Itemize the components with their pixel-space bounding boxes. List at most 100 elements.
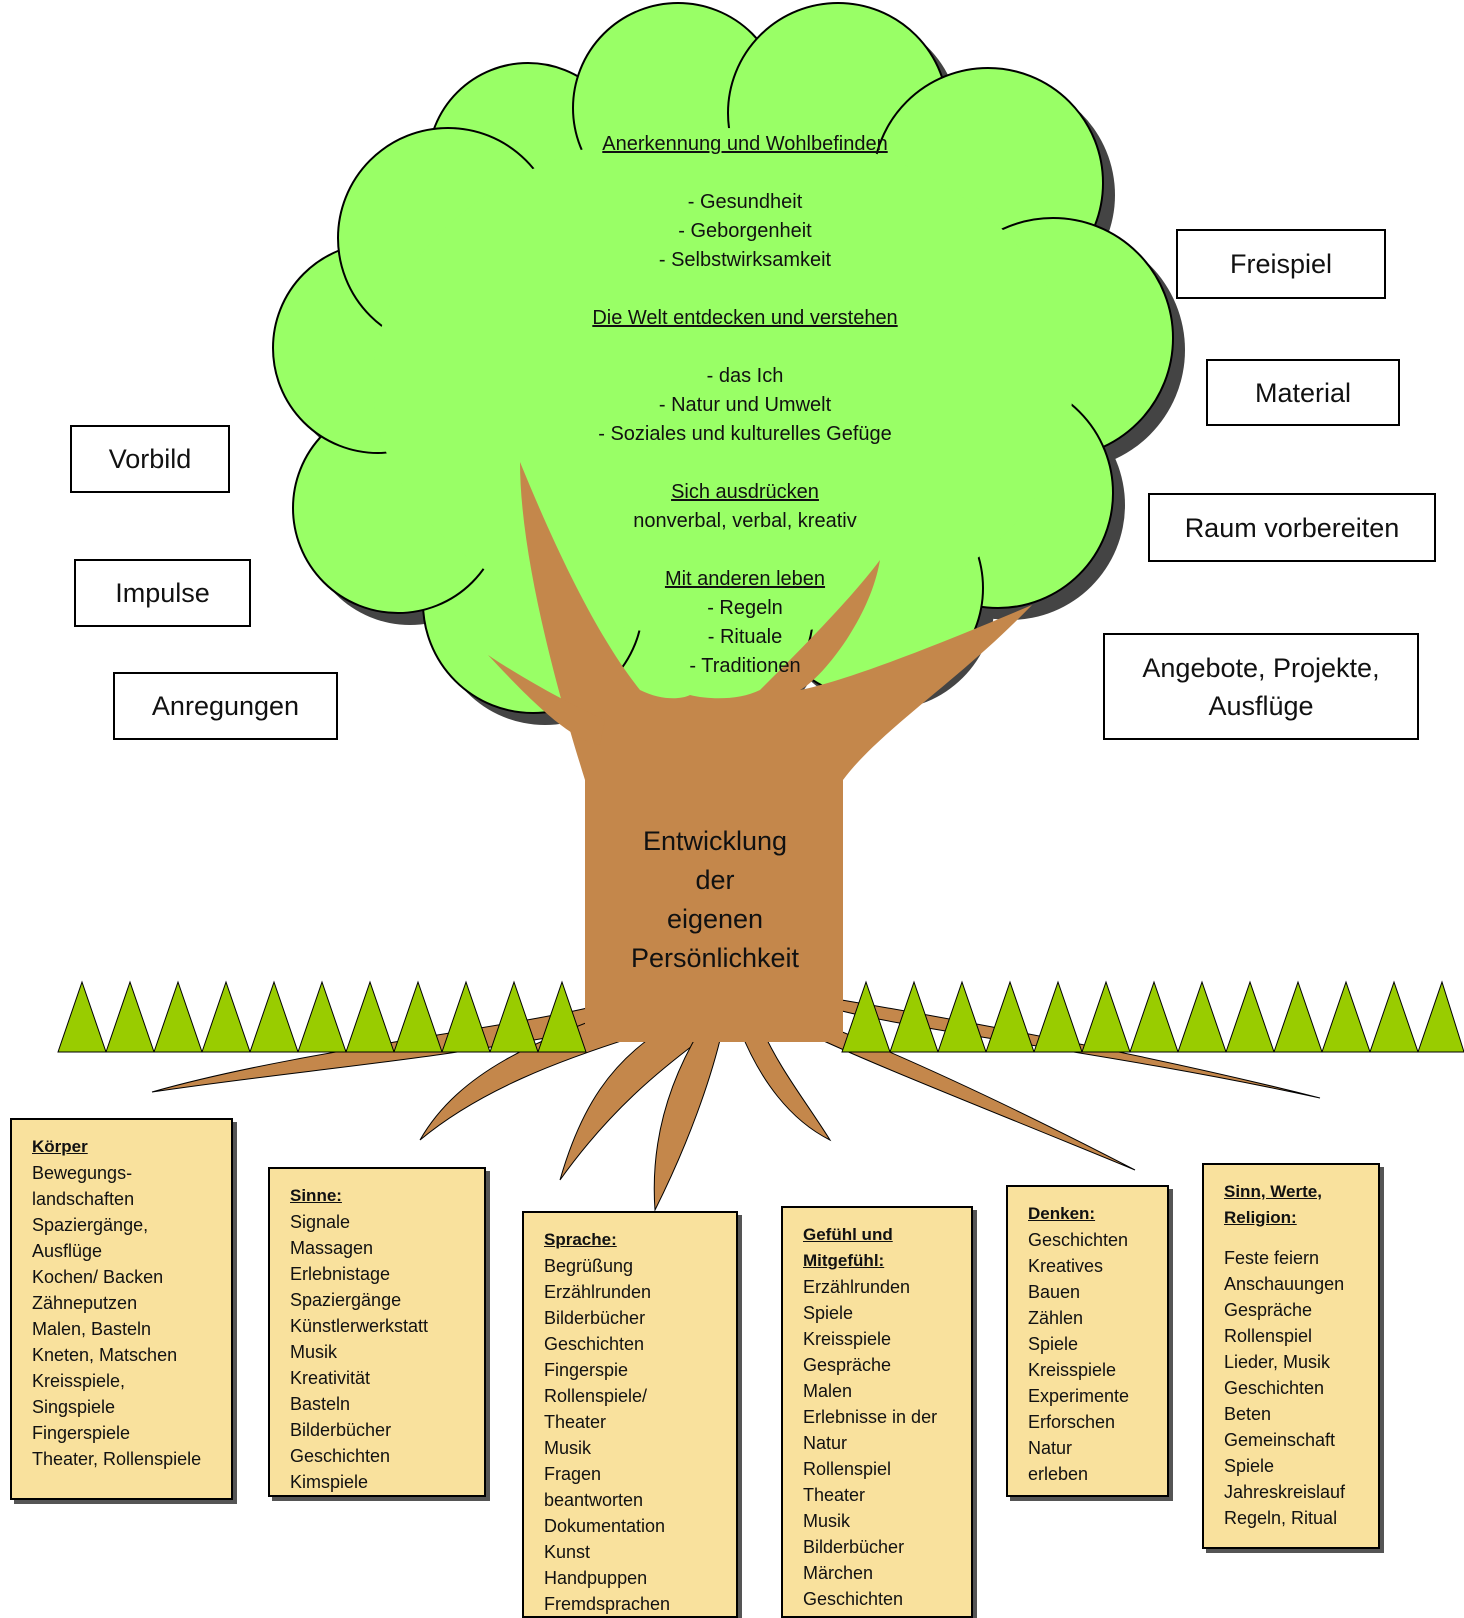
note-item: Rollenspiel	[1224, 1326, 1313, 1346]
note-item: Spiele	[1028, 1334, 1079, 1354]
note-item: Kunst	[544, 1542, 591, 1562]
note-item: Feste feiern	[1224, 1248, 1320, 1268]
note-item: Kimspiele	[290, 1472, 369, 1492]
note-item: Spaziergänge,	[32, 1215, 149, 1235]
note-item: Lieder, Musik	[1224, 1352, 1331, 1372]
note-title: Sprache:	[544, 1230, 617, 1249]
trunk-line: Entwicklung	[642, 826, 788, 856]
note-item: Kreisspiele	[1028, 1360, 1117, 1380]
note-item: Kreisspiele	[803, 1329, 892, 1349]
tree-trunk	[488, 462, 1032, 1042]
note-item: Geschichten	[803, 1589, 904, 1609]
note-item: Künstlerwerkstatt	[290, 1316, 429, 1336]
note-item: Bilderbücher	[803, 1537, 905, 1557]
note-title: Sinne:	[290, 1186, 342, 1205]
note-item: Gespräche	[1224, 1300, 1313, 1320]
note-item: Regeln, Ritual	[1224, 1508, 1338, 1528]
note-item: Kreatives	[1028, 1256, 1104, 1276]
note-item: Rollenspiele/	[544, 1386, 648, 1406]
note-item: Zähneputzen	[32, 1293, 138, 1313]
note-item: Theater	[544, 1412, 607, 1432]
crown-item: - Traditionen	[689, 655, 801, 677]
crown-text: Anerkennung und Wohlbefinden - Gesundhei…	[555, 130, 935, 681]
section-title: Mit anderen leben	[664, 568, 826, 590]
note-item: Malen	[803, 1381, 853, 1401]
note-item: Gemeinschaft	[1224, 1430, 1336, 1450]
note-item: Spiele	[1224, 1456, 1275, 1476]
note-title: Gefühl und Mitgefühl:	[803, 1225, 893, 1270]
note-item: Dokumentation	[544, 1516, 666, 1536]
note-item: Bilderbücher	[544, 1308, 646, 1328]
note-item: Kneten, Matschen	[32, 1345, 178, 1365]
note-item: Fingerspie	[544, 1360, 629, 1380]
note-item: Geschichten	[544, 1334, 645, 1354]
note-denken: Denken: Geschichten Kreatives Bauen Zähl…	[1006, 1185, 1169, 1497]
crown-item: - Rituale	[707, 626, 783, 648]
note-item: Jahreskreislauf	[1224, 1482, 1346, 1502]
note-item: Begrüßung	[544, 1256, 634, 1276]
note-item: Beten	[1224, 1404, 1272, 1424]
note-item: Massagen	[290, 1238, 374, 1258]
trunk-line: eigenen	[666, 904, 764, 934]
note-item: Kreisspiele,	[32, 1371, 126, 1391]
note-item: Erzählrunden	[803, 1277, 911, 1297]
note-item: Basteln	[290, 1394, 351, 1414]
note-item: Bauen	[1028, 1282, 1081, 1302]
crown-item: - Natur und Umwelt	[658, 394, 832, 416]
crown-item: - Selbstwirksamkeit	[658, 249, 832, 271]
grass	[57, 980, 1464, 1053]
trunk-line: Persönlichkeit	[630, 943, 800, 973]
note-item: Erlebnistage	[290, 1264, 391, 1284]
note-title: Körper	[32, 1137, 88, 1156]
note-item: Zählen	[1028, 1308, 1084, 1328]
note-item: Geschichten	[1224, 1378, 1325, 1398]
crown-fill	[373, 128, 1073, 638]
note-item: Kreativität	[290, 1368, 371, 1388]
box-anregungen: Anregungen	[113, 672, 338, 740]
note-item: Malen, Basteln	[32, 1319, 152, 1339]
section-title: Die Welt entdecken und verstehen	[592, 307, 898, 329]
note-title: Sinn, Werte, Religion:	[1224, 1182, 1322, 1227]
note-item: Experimente	[1028, 1386, 1130, 1406]
box-impulse: Impulse	[74, 559, 251, 627]
box-vorbild: Vorbild	[70, 425, 230, 493]
note-item: Musik	[803, 1511, 851, 1531]
note-item: Erforschen	[1028, 1412, 1116, 1432]
trunk-label: Entwicklung der eigenen Persönlichkeit	[590, 822, 840, 978]
note-koerper: Körper Bewegungs- landschaften Spaziergä…	[10, 1118, 233, 1500]
note-item: Musik	[290, 1342, 338, 1362]
box-angebote: Angebote, Projekte, Ausflüge	[1103, 633, 1419, 740]
note-item: Anschauungen	[1224, 1274, 1345, 1294]
note-item: Singspiele	[32, 1397, 116, 1417]
note-item: Kochen/ Backen	[32, 1267, 164, 1287]
box-raum-vorbereiten: Raum vorbereiten	[1148, 493, 1436, 562]
note-item: Ausflüge	[32, 1241, 103, 1261]
note-item: Natur	[803, 1433, 848, 1453]
note-item: Geschichten	[290, 1446, 391, 1466]
note-item: Märchen	[803, 1563, 874, 1583]
note-item: beantworten	[544, 1490, 644, 1510]
note-gefuehl: Gefühl und Mitgefühl: Erzählrunden Spiel…	[781, 1206, 973, 1618]
note-item: erleben	[1028, 1464, 1089, 1484]
crown-item: nonverbal, verbal, kreativ	[633, 510, 857, 532]
note-item: landschaften	[32, 1189, 135, 1209]
note-item: Bilderbücher	[290, 1420, 392, 1440]
note-item: Gespräche	[803, 1355, 892, 1375]
box-freispiel: Freispiel	[1176, 229, 1386, 299]
crown-item: - Regeln	[707, 597, 783, 619]
note-item: Rollenspiel	[803, 1459, 892, 1479]
note-title: Denken:	[1028, 1204, 1096, 1223]
crown-item: - Gesundheit	[687, 191, 803, 213]
note-item: Musik	[544, 1438, 592, 1458]
trunk-line: der	[695, 865, 735, 895]
note-item: Signale	[290, 1212, 351, 1232]
section-title: Sich ausdrücken	[671, 481, 819, 503]
note-item: Bewegungs-	[32, 1163, 133, 1183]
note-sinne: Sinne: Signale Massagen Erlebnistage Spa…	[268, 1167, 486, 1497]
note-item: Spiele	[803, 1303, 854, 1323]
note-item: Handpuppen	[544, 1568, 648, 1588]
crown-item: - Soziales und kulturelles Gefüge	[598, 423, 892, 445]
note-item: Fremdsprachen	[544, 1594, 671, 1614]
note-item: Erzählrunden	[544, 1282, 652, 1302]
